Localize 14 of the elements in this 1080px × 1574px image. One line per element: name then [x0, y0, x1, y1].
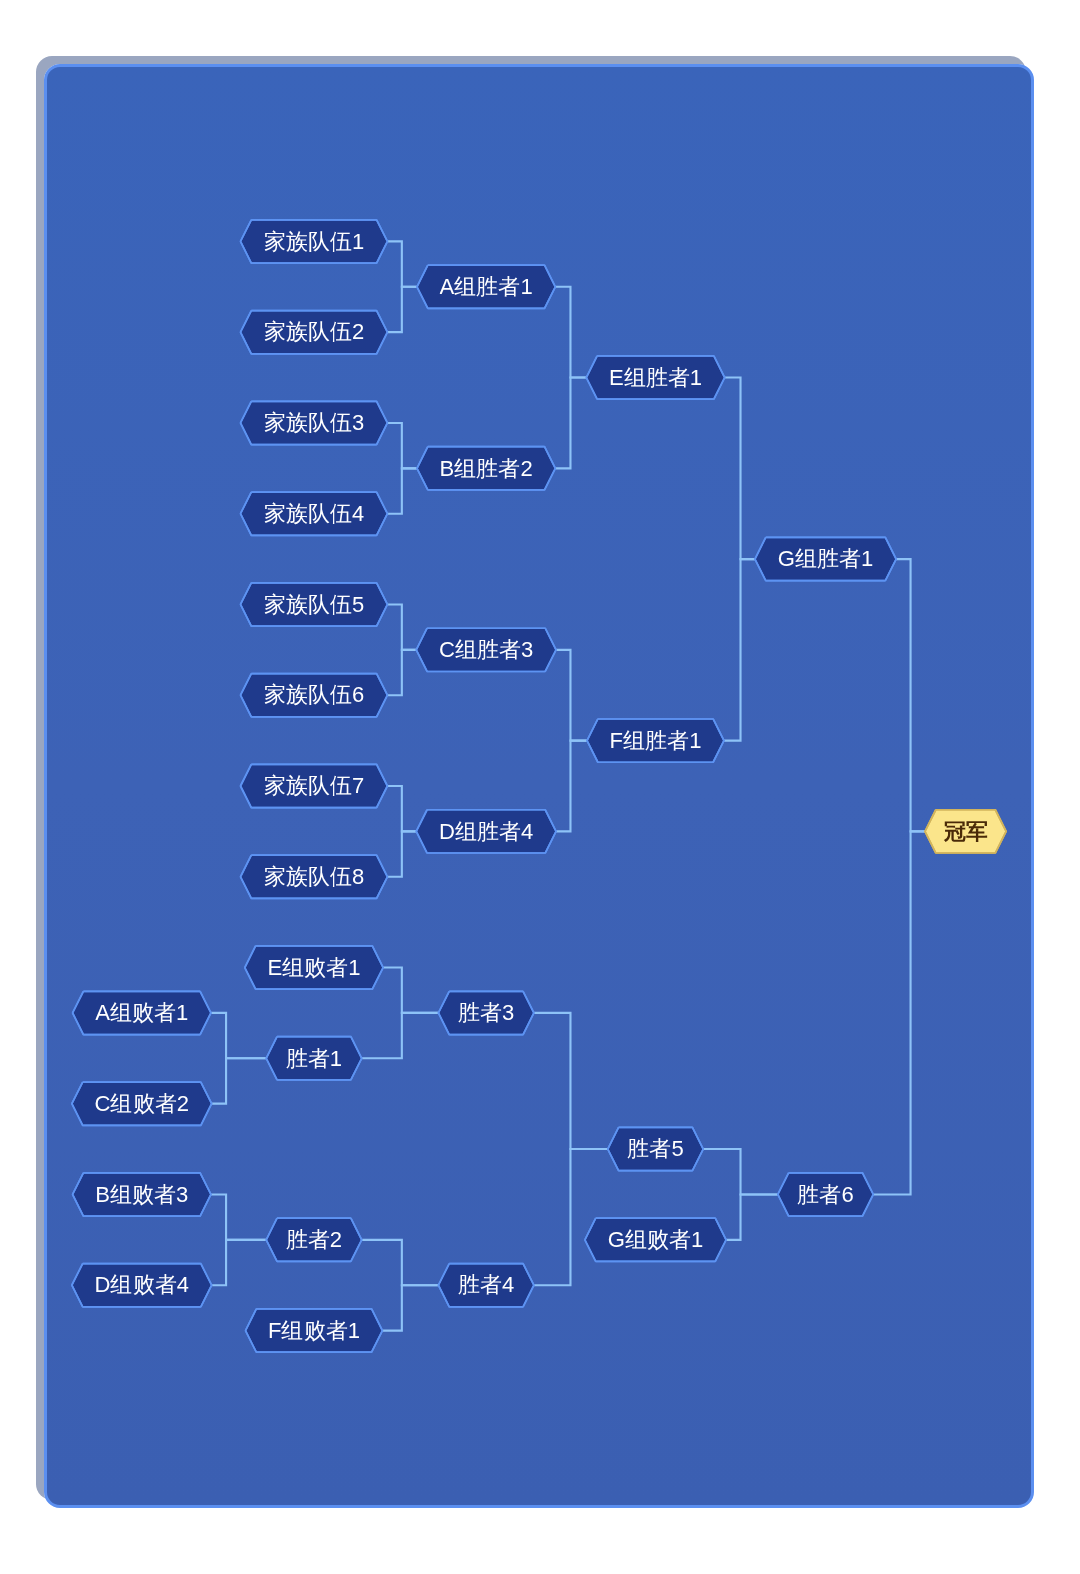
connector: [873, 830, 925, 1196]
connector: [555, 376, 587, 470]
connector: [387, 467, 417, 515]
connector: [211, 1238, 267, 1287]
connector: [556, 739, 588, 833]
connector: [211, 1057, 267, 1105]
connector: [533, 1148, 608, 1287]
connector: [726, 1193, 778, 1241]
connector: [387, 285, 417, 334]
connector: [723, 558, 755, 742]
connector: [361, 1011, 439, 1060]
connector: [382, 1284, 439, 1332]
connector: [387, 648, 417, 697]
connector: [387, 830, 417, 878]
